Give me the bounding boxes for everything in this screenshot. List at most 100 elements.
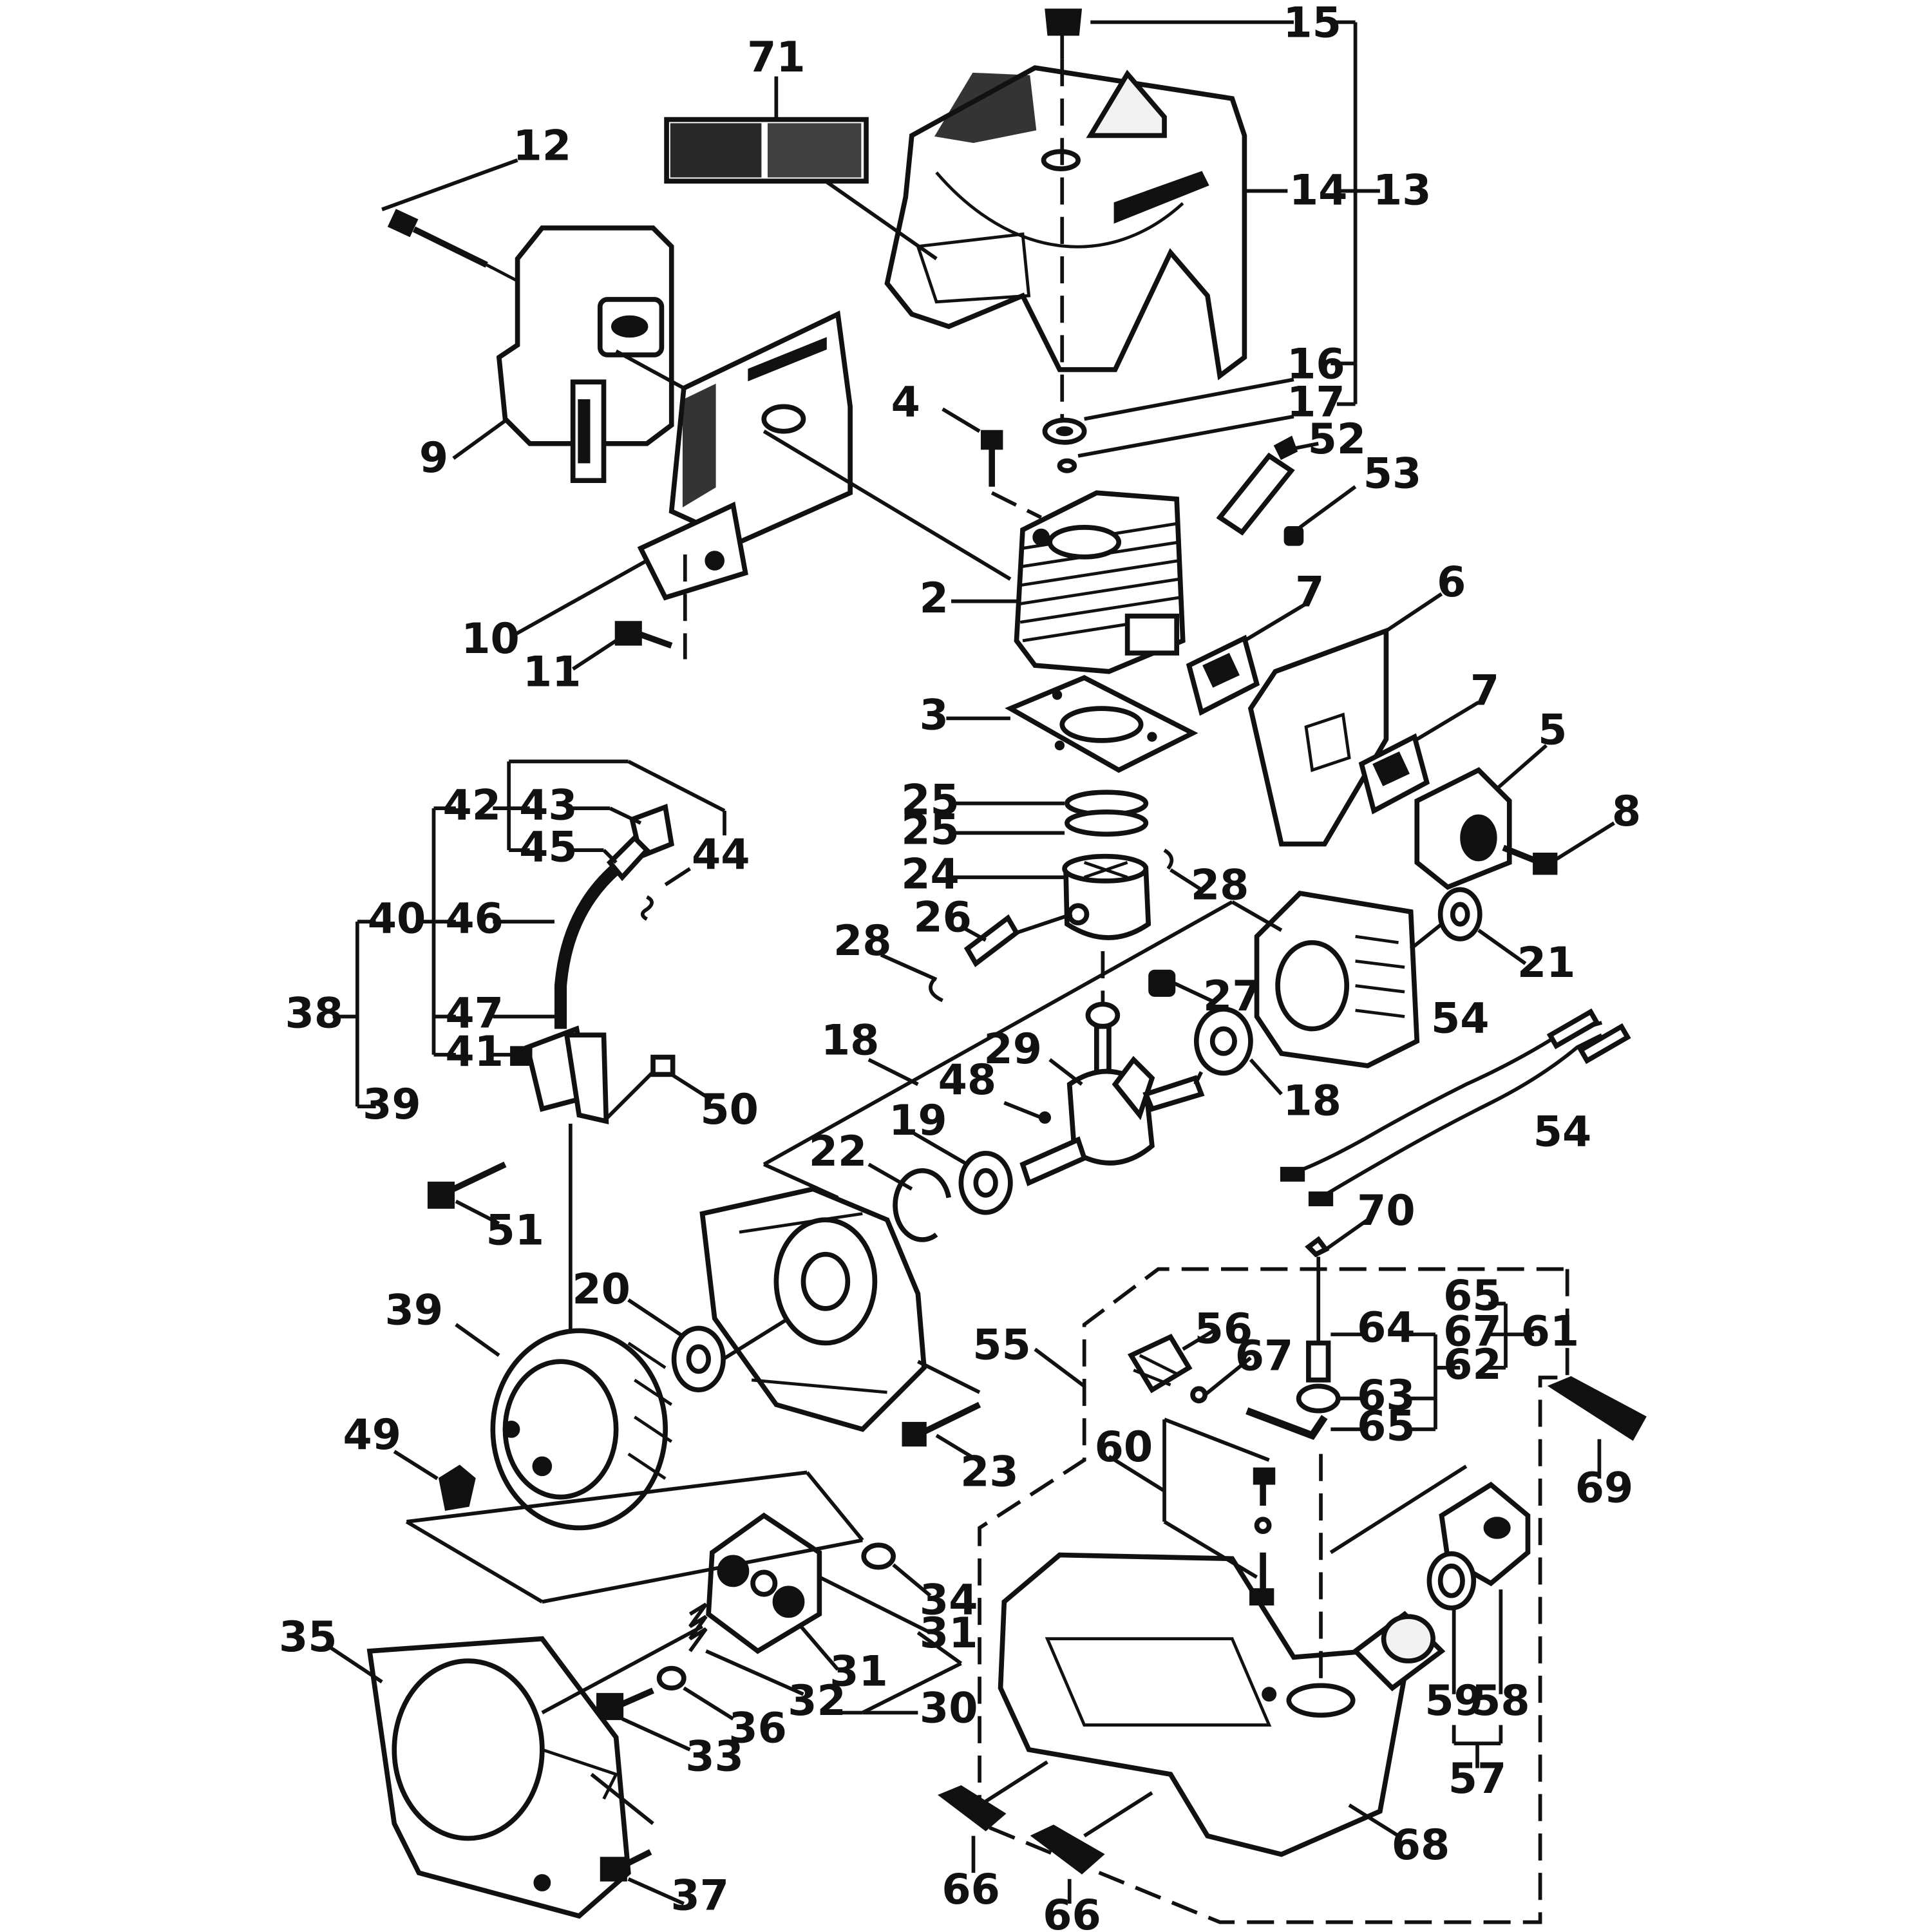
callout-30: 30 bbox=[920, 1685, 978, 1733]
tank-neck-part bbox=[1381, 1614, 1435, 1663]
crankcase-bolt-part bbox=[902, 1401, 981, 1447]
fuel-line-part bbox=[1245, 1256, 1341, 1440]
piston-rings-part bbox=[1065, 790, 1149, 837]
warning-label-part bbox=[664, 117, 869, 184]
grommet-67-part bbox=[1190, 1386, 1208, 1404]
damper-66-part bbox=[937, 1785, 1105, 1875]
callout-37: 37 bbox=[670, 1872, 729, 1920]
callout-36: 36 bbox=[728, 1704, 787, 1752]
cylinder-gasket-part bbox=[1005, 675, 1198, 773]
callout-20: 20 bbox=[572, 1265, 630, 1314]
callout-5: 5 bbox=[1538, 706, 1567, 755]
callout-67-mid: 67 bbox=[1235, 1332, 1294, 1381]
circlip-part bbox=[893, 1168, 951, 1242]
callout-12: 12 bbox=[513, 122, 572, 171]
callout-59: 59 bbox=[1425, 1677, 1483, 1725]
callout-50: 50 bbox=[700, 1086, 759, 1134]
cylinder-part bbox=[1014, 490, 1186, 674]
filter-bolt-part bbox=[1502, 844, 1558, 875]
callout-40: 40 bbox=[368, 895, 426, 943]
callout-22: 22 bbox=[809, 1128, 867, 1176]
callout-54-upper: 54 bbox=[1431, 994, 1490, 1043]
callout-31-lower: 31 bbox=[829, 1647, 888, 1696]
callout-14: 14 bbox=[1289, 167, 1348, 215]
callout-23: 23 bbox=[960, 1448, 1019, 1496]
callout-31-upper: 31 bbox=[920, 1609, 978, 1658]
fuel-filter-part bbox=[1127, 1333, 1193, 1394]
callout-15: 15 bbox=[1283, 0, 1341, 47]
callout-53: 53 bbox=[1363, 450, 1422, 498]
air-filter-part bbox=[1414, 767, 1512, 890]
shield-bolt-part bbox=[614, 621, 673, 649]
callout-41: 41 bbox=[445, 1028, 504, 1076]
spark-plug-part bbox=[1216, 435, 1298, 536]
ignition-wires-part bbox=[1280, 1008, 1631, 1207]
woodruff-key-part bbox=[1038, 1111, 1052, 1124]
callout-55: 55 bbox=[972, 1321, 1031, 1369]
housing-bolt-part bbox=[600, 1849, 652, 1882]
damper-69-part bbox=[1547, 1376, 1647, 1441]
flywheel-nut-part bbox=[438, 1464, 476, 1511]
callout-49: 49 bbox=[343, 1411, 402, 1459]
callout-69: 69 bbox=[1575, 1464, 1634, 1512]
callout-24: 24 bbox=[901, 850, 960, 898]
muffler-bolt-part bbox=[387, 209, 518, 283]
callout-19: 19 bbox=[889, 1097, 947, 1145]
callout-67-top: 67 bbox=[1443, 1307, 1502, 1356]
callout-4: 4 bbox=[891, 379, 920, 427]
callout-6: 6 bbox=[1437, 558, 1466, 607]
oil-seal-right-part bbox=[1437, 887, 1482, 942]
callout-38: 38 bbox=[285, 990, 344, 1038]
clutch-bolt-part bbox=[596, 1687, 654, 1720]
connecting-rod-part bbox=[1085, 1001, 1121, 1075]
intake-gasket-lower-part bbox=[1358, 733, 1430, 815]
crankcase-right-part bbox=[1254, 891, 1420, 1068]
clutch-washer-part bbox=[656, 1542, 896, 1690]
callout-58: 58 bbox=[1472, 1677, 1530, 1725]
crank-oil-seal-part bbox=[671, 1325, 726, 1392]
callout-25-upper: 25 bbox=[901, 777, 960, 825]
callout-7-upper: 7 bbox=[1295, 568, 1324, 616]
fan-housing-part bbox=[366, 1636, 631, 1919]
heat-shield-part bbox=[637, 310, 853, 601]
callout-39-lower: 39 bbox=[385, 1287, 444, 1335]
coil-spacer-part bbox=[650, 1054, 676, 1077]
callout-62: 62 bbox=[1443, 1341, 1502, 1389]
flywheel-part bbox=[490, 1328, 673, 1531]
coil-spring-part bbox=[640, 895, 654, 921]
callout-43: 43 bbox=[519, 781, 578, 829]
callout-47: 47 bbox=[445, 990, 504, 1038]
callout-61: 61 bbox=[1521, 1307, 1580, 1356]
pin-clip-part bbox=[929, 848, 1174, 1003]
callout-18-left: 18 bbox=[821, 1017, 880, 1065]
fuel-tank-group-outline bbox=[978, 1267, 1569, 1924]
callout-65-top: 65 bbox=[1443, 1272, 1502, 1320]
callout-25-lower: 25 bbox=[901, 806, 960, 855]
callout-45: 45 bbox=[519, 823, 578, 871]
callout-17: 17 bbox=[1287, 379, 1345, 427]
callout-63: 63 bbox=[1357, 1372, 1416, 1420]
callout-3: 3 bbox=[920, 692, 949, 740]
callout-39-upper: 39 bbox=[363, 1081, 421, 1129]
crank-bearing-right-part bbox=[1193, 1007, 1253, 1076]
callout-2: 2 bbox=[920, 574, 949, 623]
callout-35: 35 bbox=[279, 1613, 337, 1662]
callout-65-bottom: 65 bbox=[1357, 1403, 1416, 1451]
callout-46: 46 bbox=[445, 895, 504, 943]
callout-70: 70 bbox=[1357, 1187, 1416, 1235]
callout-32: 32 bbox=[788, 1677, 846, 1725]
callout-28-left: 28 bbox=[833, 917, 892, 965]
piston-pin-part bbox=[963, 914, 1020, 967]
callout-10: 10 bbox=[461, 615, 520, 663]
callout-60: 60 bbox=[1095, 1423, 1153, 1472]
tank-bolt-60-part bbox=[1249, 1467, 1276, 1605]
callout-42: 42 bbox=[443, 781, 502, 829]
muffler-part bbox=[496, 225, 674, 483]
crank-bearing-left-part bbox=[958, 1150, 1013, 1215]
cap-gasket-part bbox=[1426, 1551, 1477, 1611]
callout-52: 52 bbox=[1308, 415, 1367, 464]
callout-71: 71 bbox=[747, 33, 806, 82]
cover-knob-part bbox=[1045, 8, 1083, 59]
clutch-spring-part bbox=[688, 1602, 708, 1653]
callout-13: 13 bbox=[1373, 167, 1432, 215]
